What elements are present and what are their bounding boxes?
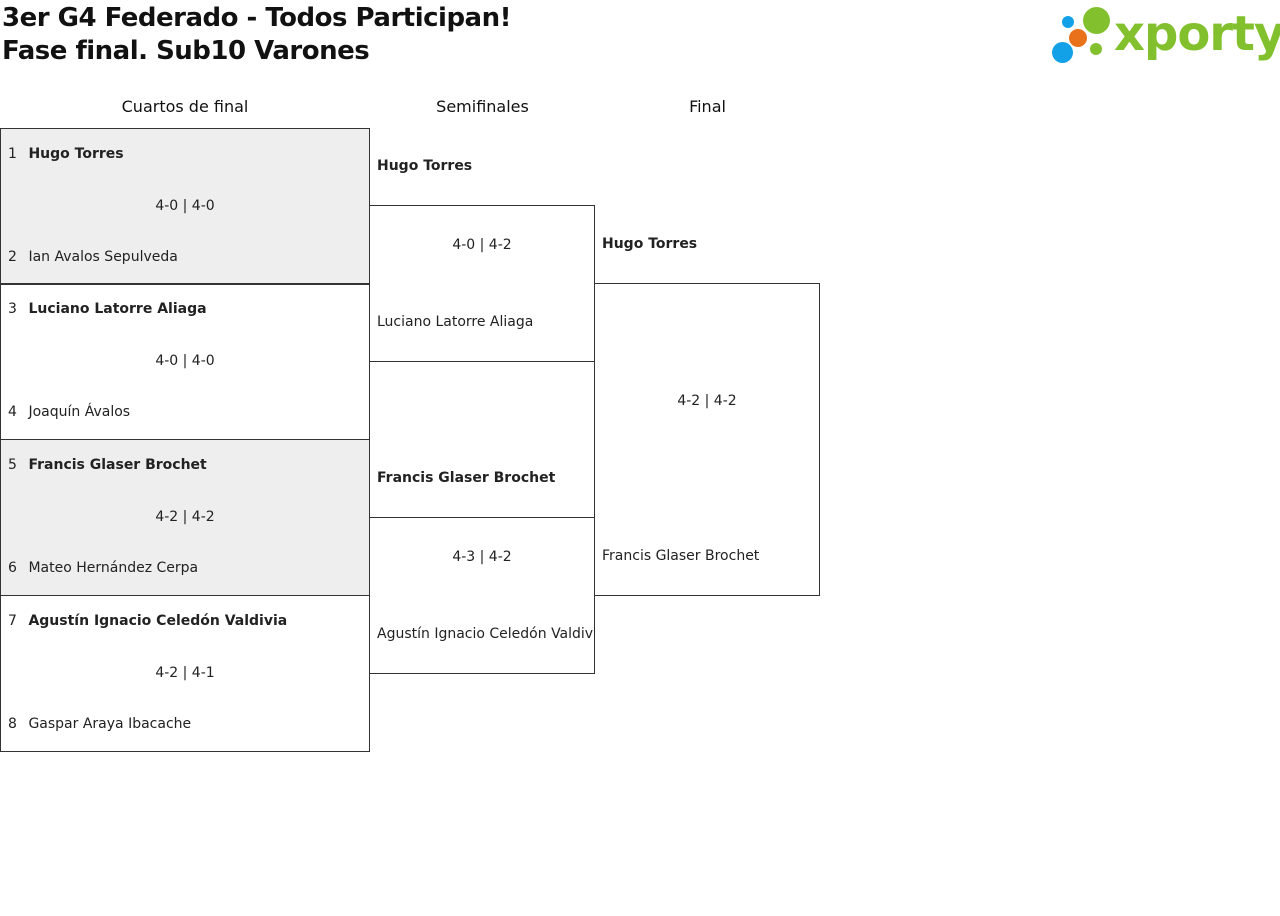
semifinal-match-1[interactable] [369,205,595,362]
final-match[interactable] [594,283,820,596]
round-heading-final: Final [689,97,726,116]
page-title: 3er G4 Federado - Todos Participan! [2,3,511,33]
match-player-bottom: 8 Gaspar Araya Ibacache [8,715,191,733]
semifinal-2-bottom-player: Agustín Ignacio Celedón Valdivia [377,626,595,642]
seed-number: 1 [8,146,17,162]
match-player-bottom: 2 Ian Avalos Sepulveda [8,248,178,266]
player-name: Gaspar Araya Ibacache [28,716,192,732]
match-player-top: 5 Francis Glaser Brochet [8,456,207,474]
match-score: 4-0 | 4-0 [155,353,215,369]
player-name: Hugo Torres [28,146,124,162]
final-score: 4-2 | 4-2 [677,393,737,409]
seed-number: 3 [8,301,17,317]
quarterfinal-match-1[interactable]: 1 Hugo Torres 4-0 | 4-0 2 Ian Avalos Sep… [0,128,370,285]
semifinal-2-top-player: Francis Glaser Brochet [377,470,556,486]
player-name: Luciano Latorre Aliaga [28,301,207,317]
xporty-logo[interactable]: xporty [1050,4,1280,68]
quarterfinal-match-2[interactable]: 3 Luciano Latorre Aliaga 4-0 | 4-0 4 Joa… [0,283,370,440]
seed-number: 5 [8,457,17,473]
player-name: Francis Glaser Brochet [28,457,207,473]
match-score: 4-0 | 4-0 [155,198,215,214]
semifinal-1-score: 4-0 | 4-2 [452,237,512,253]
logo-dot-icon [1083,7,1110,34]
seed-number: 6 [8,560,17,576]
player-name: Joaquín Ávalos [28,404,131,420]
logo-wordmark: xporty [1114,6,1280,62]
seed-number: 8 [8,716,17,732]
final-top-player: Hugo Torres [602,236,698,252]
seed-number: 4 [8,404,17,420]
match-score: 4-2 | 4-1 [155,665,215,681]
round-heading-quarterfinals: Cuartos de final [121,97,249,116]
semifinal-1-top-player: Hugo Torres [377,158,473,174]
player-name: Agustín Ignacio Celedón Valdivia [28,613,288,629]
match-player-top: 7 Agustín Ignacio Celedón Valdivia [8,612,287,630]
player-name: Ian Avalos Sepulveda [28,249,178,265]
semifinal-1-bottom-player: Luciano Latorre Aliaga [377,314,534,330]
logo-dot-icon [1052,42,1073,63]
player-name: Mateo Hernández Cerpa [28,560,199,576]
round-heading-semifinals: Semifinales [436,97,529,116]
page-subtitle: Fase final. Sub10 Varones [2,36,370,66]
match-player-top: 3 Luciano Latorre Aliaga [8,300,207,318]
logo-dot-icon [1090,43,1102,55]
quarterfinal-match-4[interactable]: 7 Agustín Ignacio Celedón Valdivia 4-2 |… [0,595,370,752]
logo-dot-icon [1069,29,1087,47]
seed-number: 2 [8,249,17,265]
match-player-top: 1 Hugo Torres [8,145,124,163]
final-bottom-player: Francis Glaser Brochet [602,548,760,564]
logo-dot-icon [1062,16,1074,28]
semifinal-2-score: 4-3 | 4-2 [452,549,512,565]
match-score: 4-2 | 4-2 [155,509,215,525]
quarterfinal-match-3[interactable]: 5 Francis Glaser Brochet 4-2 | 4-2 6 Mat… [0,439,370,596]
semifinal-match-2[interactable] [369,517,595,674]
match-player-bottom: 4 Joaquín Ávalos [8,403,130,421]
match-player-bottom: 6 Mateo Hernández Cerpa [8,559,198,577]
seed-number: 7 [8,613,17,629]
